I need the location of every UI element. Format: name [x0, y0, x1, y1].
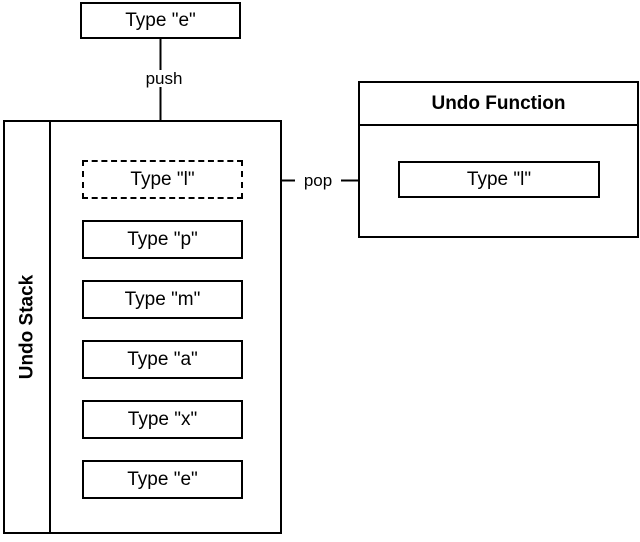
stack-item: Type "l" [82, 160, 243, 199]
undo-function-title: Undo Function [360, 83, 637, 126]
undo-function-item-label: Type "l" [466, 168, 532, 190]
undo-stack-container: Undo Stack Type "l" Type "p" Type "m" Ty… [3, 120, 282, 534]
stack-item-label: Type "a" [127, 348, 198, 370]
undo-function-container: Undo Function Type "l" [358, 81, 639, 238]
stack-item-label: Type "l" [130, 168, 195, 190]
undo-stack-title: Undo Stack [5, 122, 49, 532]
stack-item: Type "p" [82, 220, 243, 259]
incoming-action-label: Type "e" [125, 10, 196, 31]
undo-function-item: Type "l" [398, 161, 600, 198]
undo-stack-title-text: Undo Stack [16, 274, 37, 380]
stack-item: Type "x" [82, 400, 243, 439]
stack-divider [49, 122, 51, 532]
pop-edge-label: pop [295, 172, 341, 189]
stack-item: Type "a" [82, 340, 243, 379]
stack-item-label: Type "m" [124, 288, 201, 310]
incoming-action-box: Type "e" [80, 2, 241, 39]
stack-item-label: Type "x" [127, 408, 198, 430]
stack-item-label: Type "p" [127, 228, 198, 250]
stack-item: Type "m" [82, 280, 243, 319]
push-edge-label: push [136, 70, 192, 87]
stack-item-label: Type "e" [127, 468, 198, 490]
stack-item: Type "e" [82, 460, 243, 499]
